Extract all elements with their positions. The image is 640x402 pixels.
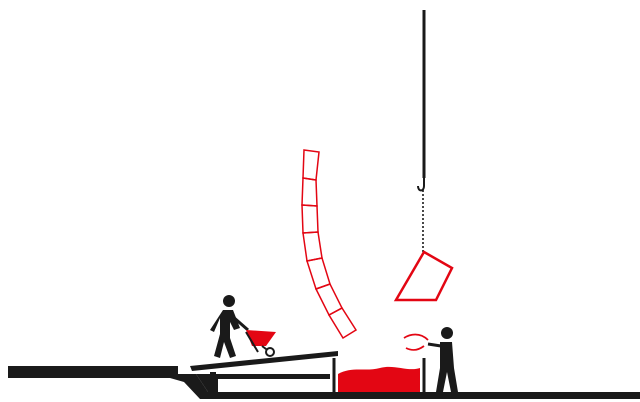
chute [301, 149, 358, 340]
worker-2-body [436, 342, 458, 392]
chute-segment [301, 177, 318, 207]
worker-1-body [210, 310, 240, 358]
wheelbarrow-tray [246, 330, 276, 346]
worker-2-arms [427, 342, 442, 348]
chute-segment [302, 231, 323, 262]
chute-segment [302, 149, 320, 181]
chute-segment [327, 307, 358, 340]
ramp-support [210, 372, 216, 390]
crane-hook-icon [417, 178, 425, 192]
ground-slab-left [8, 366, 640, 399]
container-walls [332, 358, 426, 396]
ramp [190, 351, 338, 371]
container [332, 358, 426, 396]
wheelbarrow-wheel-icon [265, 347, 275, 357]
container-debris [338, 366, 420, 392]
worker-2-head [441, 327, 453, 339]
worker-with-wheelbarrow [210, 295, 276, 358]
worker-1-arms [231, 314, 249, 332]
tilted-bin [393, 250, 454, 302]
chute-segment [301, 204, 319, 234]
chute-segment [306, 257, 331, 290]
worker-1-head [223, 295, 235, 307]
worker-tossing-debris [403, 327, 458, 392]
foundation-step [196, 374, 330, 392]
tossed-debris [403, 333, 429, 351]
